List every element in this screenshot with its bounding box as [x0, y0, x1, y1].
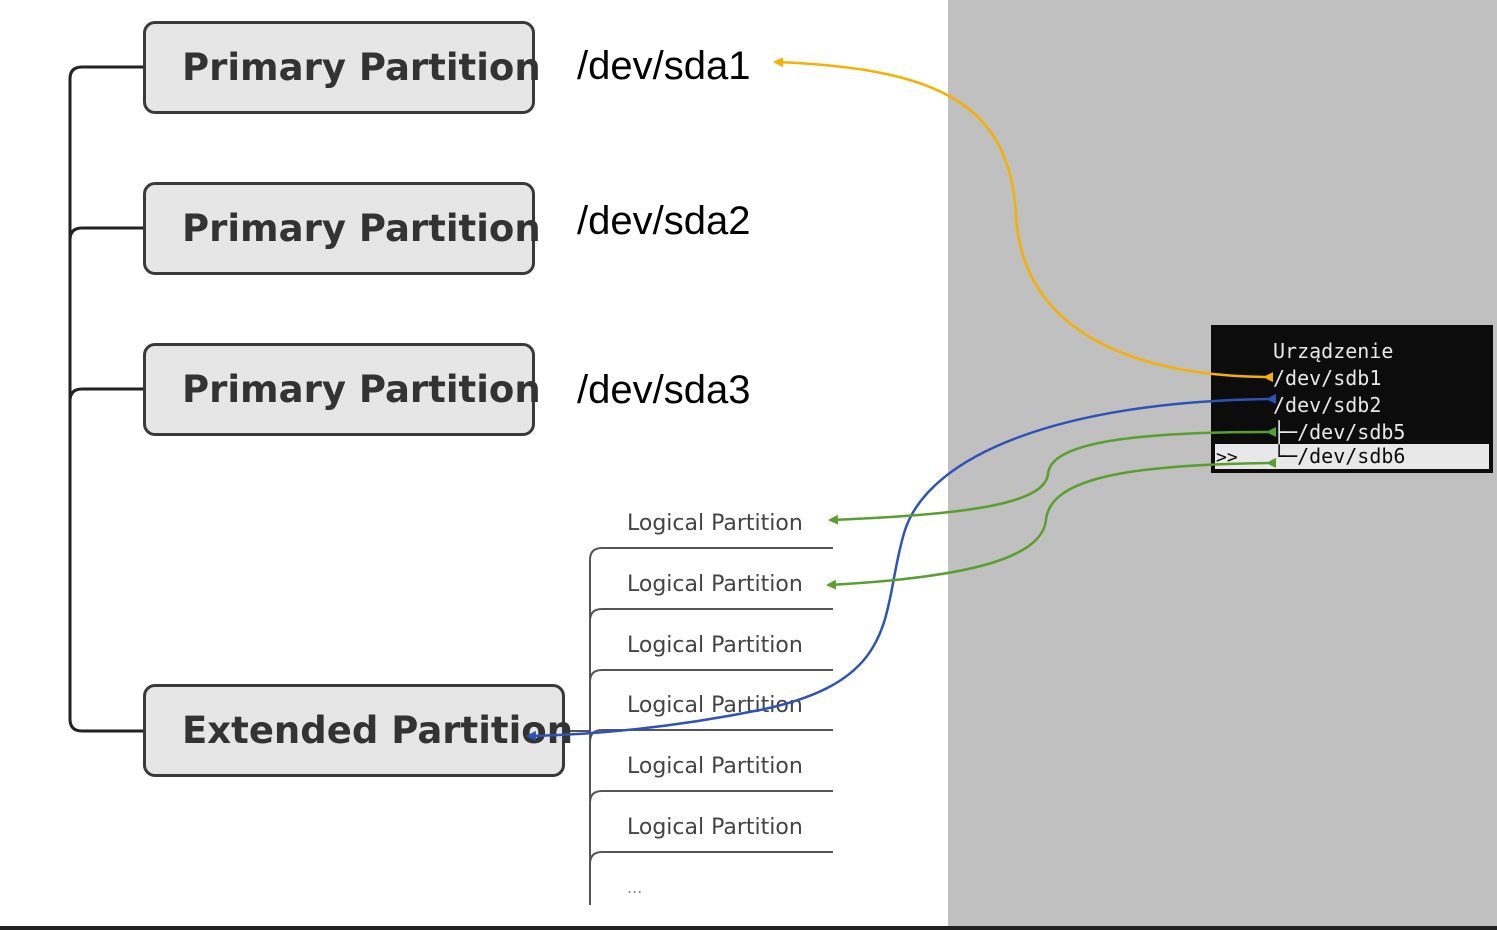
- terminal-device-list: Urządzenie /dev/sdb1 /dev/sdb2 ├─/dev/sd…: [1211, 325, 1493, 473]
- tree-branch-3: [68, 387, 143, 402]
- terminal-row-sdb6-text: └─/dev/sdb6: [1273, 444, 1406, 468]
- extended-partition-box: Extended Partition: [143, 684, 573, 777]
- logical-partition-label: Logical Partition: [627, 693, 803, 718]
- logical-partition-label: Logical Partition: [627, 572, 803, 597]
- primary-partition-box-2: Primary Partition: [143, 182, 541, 275]
- tree-spine: [68, 65, 143, 733]
- primary-partition-label: Primary Partition: [182, 46, 541, 89]
- logical-partition-label: Logical Partition: [627, 754, 803, 779]
- bottom-border: [0, 926, 1497, 930]
- tree-branch-2: [68, 226, 143, 241]
- device-label-sda1: /dev/sda1: [577, 44, 751, 88]
- selection-marker: >>: [1216, 447, 1238, 468]
- primary-partition-box-3: Primary Partition: [143, 343, 541, 436]
- device-label-sda2: /dev/sda2: [577, 199, 751, 243]
- terminal-header: Urządzenie: [1273, 339, 1394, 363]
- logical-more-ellipsis: ...: [627, 878, 643, 897]
- primary-partition-label: Primary Partition: [182, 368, 541, 411]
- terminal-row-sdb5[interactable]: ├─/dev/sdb5: [1273, 420, 1406, 444]
- logical-partition-label: Logical Partition: [627, 511, 803, 536]
- extended-partition-label: Extended Partition: [182, 709, 574, 752]
- primary-partition-box-1: Primary Partition: [143, 21, 541, 114]
- logical-partition-label: Logical Partition: [627, 633, 803, 658]
- primary-partition-label: Primary Partition: [182, 207, 541, 250]
- logical-brackets: [589, 547, 833, 905]
- terminal-row-sdb1[interactable]: /dev/sdb1: [1273, 366, 1382, 390]
- logical-partition-label: Logical Partition: [627, 815, 803, 840]
- device-label-sda3: /dev/sda3: [577, 368, 751, 412]
- terminal-row-sdb2[interactable]: /dev/sdb2: [1273, 393, 1382, 417]
- terminal-row-sdb6-selected[interactable]: >> └─/dev/sdb6: [1215, 444, 1489, 469]
